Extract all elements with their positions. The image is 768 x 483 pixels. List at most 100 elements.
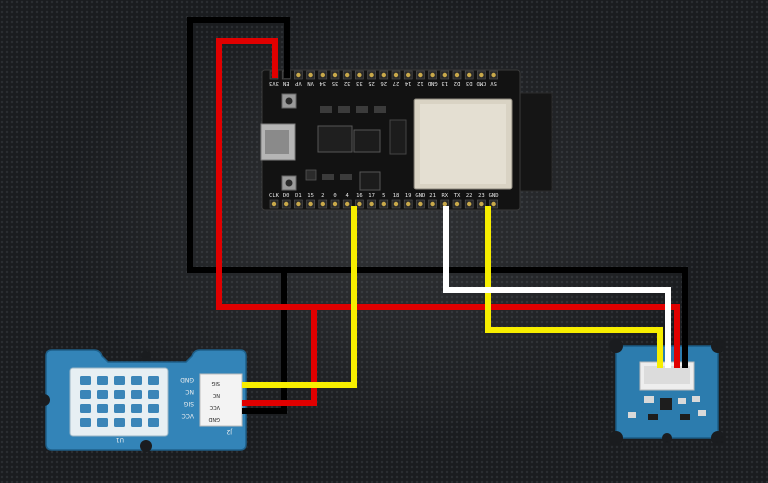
header-pin-pad — [454, 72, 460, 78]
esp32-pin-label: 17 — [368, 193, 375, 199]
grove-mount-hole — [711, 431, 725, 445]
dht11-grille-slot — [131, 390, 142, 399]
dht-connector-label: SIG — [211, 380, 220, 386]
header-pin-pad — [296, 201, 301, 207]
esp32-pin-label: 0 — [333, 193, 336, 199]
esp32-pin-label: 18 — [393, 193, 400, 199]
grove-module-connector-inner — [644, 366, 690, 384]
header-pin-pad — [418, 201, 423, 207]
smd-part — [340, 174, 352, 180]
header-pin-pad — [430, 72, 435, 78]
header-pin-pad — [357, 201, 362, 207]
esp32-pin-label: RX — [441, 193, 448, 199]
dht11-grille-slot — [148, 390, 159, 399]
sig-wire-white-module — [443, 206, 671, 368]
dht11-grille-slot — [148, 376, 159, 385]
gnd-wire-black-dht — [242, 270, 287, 414]
smd-part — [305, 169, 317, 181]
dht11-grille-slot — [131, 376, 142, 385]
dht11-grille-slot — [114, 376, 125, 385]
smd-part — [356, 106, 368, 113]
sig-wire-yellow-module — [485, 206, 663, 368]
esp32-pin-label: CMD — [476, 80, 486, 86]
smd-part — [698, 410, 706, 416]
smd-part — [692, 396, 700, 402]
esp32-pin-label: EN — [283, 80, 290, 86]
header-pin-pad — [406, 201, 411, 207]
esp32-pin-label: 12 — [417, 80, 424, 86]
smd-part — [628, 412, 636, 418]
esp32-pin-label: VN — [307, 80, 314, 86]
dht11-grille-slot — [131, 404, 142, 413]
esp32-pin-label: GND — [415, 193, 425, 199]
smd-part — [338, 106, 350, 113]
esp32-pin-label: 23 — [478, 193, 485, 199]
vcc-wire-red — [216, 38, 680, 368]
dht11-grille-slot — [80, 404, 91, 413]
dht-pin-label: GND — [180, 376, 194, 383]
esp32-pin-label: D0 — [283, 193, 290, 199]
dht-mount-hole — [38, 394, 50, 406]
dht-mount-hole — [141, 351, 151, 361]
dht-pin-label: NC — [185, 388, 194, 395]
header-pin-pad — [454, 201, 460, 207]
header-pin-pad — [381, 201, 386, 207]
dht11-grille-slot — [114, 390, 125, 399]
header-pin-pad — [369, 201, 374, 207]
smd-part — [389, 119, 407, 155]
esp32-pin-label: D1 — [295, 193, 302, 199]
esp32-pin-label: GND — [489, 193, 499, 199]
header-pin-pad — [369, 72, 374, 78]
esp32-pin-label: 14 — [404, 80, 411, 86]
header-pin-pad — [345, 72, 350, 78]
header-pin-pad — [308, 201, 313, 207]
header-pin-pad — [320, 72, 325, 78]
esp32-pin-label: 19 — [405, 193, 412, 199]
esp32-pin-label: 22 — [466, 193, 473, 199]
smd-part — [648, 414, 658, 420]
esp32-pin-label: 4 — [346, 193, 350, 199]
header-pin-pad — [430, 201, 435, 207]
en-button-cap — [285, 97, 293, 105]
dht11-grille-slot — [131, 418, 142, 427]
boot-button-cap — [285, 179, 293, 187]
dht-pin-label: SIG — [183, 400, 194, 407]
grove-mount-hole — [711, 339, 725, 353]
usb-uart-chip — [317, 125, 353, 153]
header-pin-pad — [442, 72, 447, 78]
dht11-grille — [80, 376, 159, 427]
esp32-pin-label: CLK — [269, 193, 280, 199]
esp32-pin-label: D3 — [466, 80, 473, 86]
esp32-pin-label: 35 — [332, 80, 339, 86]
smd-part — [644, 396, 654, 403]
esp32-bottom-header — [269, 199, 498, 209]
header-pin-pad — [381, 72, 386, 78]
esp32-pin-label: GND — [428, 80, 438, 86]
esp32-pin-label: VP — [294, 80, 301, 86]
header-pin-pad — [442, 201, 447, 207]
dht11-grille-slot — [148, 418, 159, 427]
header-pin-pad — [320, 201, 325, 207]
dht11-grille-slot — [80, 376, 91, 385]
esp32-pin-label: 25 — [368, 80, 375, 86]
dht-sensor-board: GND NC SIG VCC U1 SIG NC VCC GND J2 — [38, 349, 247, 452]
header-pin-pad — [332, 201, 338, 207]
header-pin-pad — [332, 72, 338, 78]
sig-wire-yellow-dht — [242, 206, 357, 388]
smd-part — [374, 106, 386, 113]
esp32-pin-label: TX — [454, 193, 461, 199]
dht11-grille-slot — [97, 418, 108, 427]
dht-connector-label: NC — [212, 392, 220, 398]
esp32-pin-label: D2 — [454, 80, 461, 86]
grove-mount-hole — [609, 431, 623, 445]
dht-connector-label: VCC — [209, 404, 220, 410]
esp32-pin-label: 16 — [356, 193, 363, 199]
dht-connector-label: GND — [208, 416, 220, 422]
dht-pin-labels: GND NC SIG VCC — [180, 376, 194, 419]
vcc-wire-red-dht — [242, 307, 317, 406]
header-pin-pad — [491, 201, 496, 207]
esp32-pin-label: 15 — [307, 193, 314, 199]
